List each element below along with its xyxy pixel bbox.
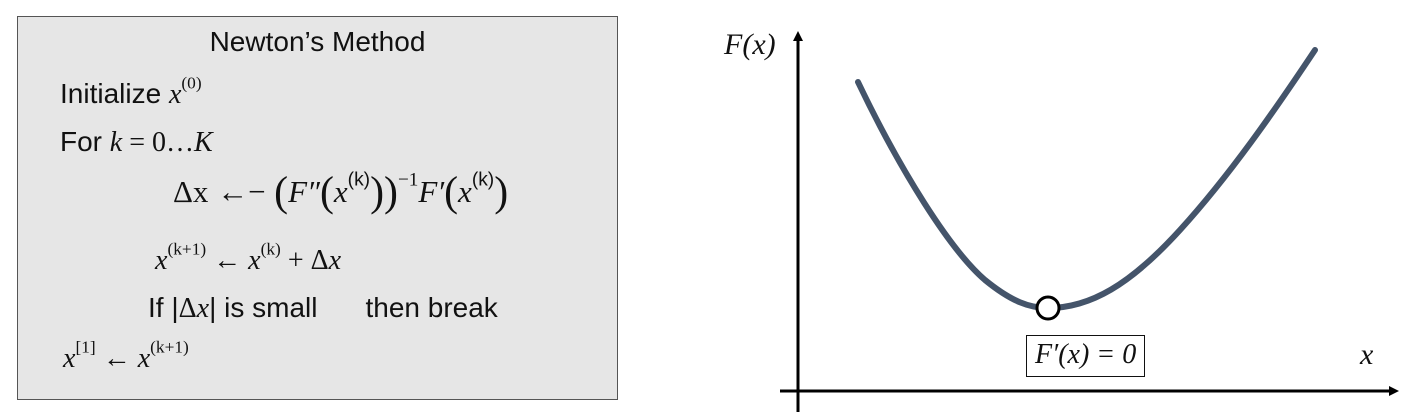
out-lhs-sup: [1] [75,337,96,357]
for-K: K [194,127,213,158]
out-x2: x [137,343,151,374]
delta-lhs: Δx [173,174,209,209]
if-mid: | is small [209,292,318,323]
for-eq: = 0… [122,127,195,158]
minimum-point [1035,295,1061,321]
out-x1: x [63,343,76,374]
init-var: x [168,79,182,110]
update-line: x(k+1) ← x(k) + Δx [155,240,342,278]
update-x3: x [328,245,342,276]
delta-sup1: (k) [347,169,371,191]
for-k: k [109,127,123,158]
paren-close-2: ) [494,169,509,216]
inverse-sup: −1 [397,169,419,191]
fdd-symbol: F″ [288,174,320,209]
fd-symbol: F′ [418,174,445,209]
for-text: For [60,126,102,157]
out-arrow: ← [95,343,138,374]
update-lhs-sup: (k+1) [167,239,207,259]
update-rhs-sup: (k) [260,239,281,259]
out-rhs-sup: (k+1) [150,337,189,357]
function-graph [780,31,1399,412]
delta-sup2: (k) [471,169,495,191]
update-plus: + Δ [280,245,329,276]
delta-arrow: ←− [217,174,266,209]
paren-close: ) [370,169,385,216]
paren-open: ( [319,169,334,216]
init-line: Initialize x(0) [60,74,202,112]
if-x: x [196,293,210,324]
output-line: x[1] ← x(k+1) [63,338,189,376]
update-x2: x [248,245,261,276]
y-axis-label: F(x) [724,28,776,61]
then-text: then break [365,292,498,323]
if-delta: Δ [178,293,197,324]
delta-x1: x [333,174,348,209]
paren-open-2: ( [444,169,459,216]
if-text: If | [148,292,179,323]
algorithm-title: Newton’s Method [209,26,426,57]
update-x1: x [155,245,168,276]
paren-open-outer: ( [274,169,289,216]
function-curve [855,47,1318,312]
init-sup: (0) [181,73,202,93]
condition-line: If |Δx| is small then break [148,291,498,326]
x-axis-label: x [1360,338,1374,371]
paren-close-outer: ) [384,169,398,216]
algorithm-box: Newton’s Method Initialize x(0) For k = … [17,16,618,400]
delta-x2: x [458,174,472,209]
init-text: Initialize [60,78,162,109]
delta-line: Δx ←− (F″(x(k)))−1F′(x(k)) [173,171,508,214]
for-line: For k = 0…K [60,125,213,160]
minimum-condition-label: F′(x) = 0 [1026,335,1146,377]
update-arrow: ← [206,245,249,276]
